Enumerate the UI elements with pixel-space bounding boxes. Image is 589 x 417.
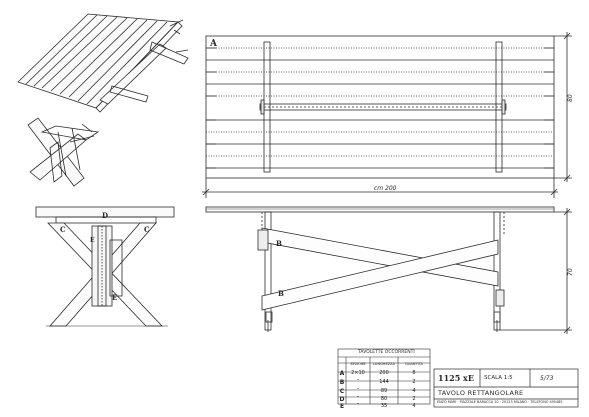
parts-table-grid	[337, 348, 431, 405]
height-dimension	[500, 208, 572, 334]
parts-row-length: 144	[379, 379, 389, 385]
parts-row-section: ″	[357, 388, 359, 394]
parts-row-label: C	[339, 388, 345, 395]
parts-row-quantity: 2	[412, 396, 416, 402]
parts-row-length: 89	[380, 388, 388, 394]
front-elevation	[205, 206, 555, 332]
isometric-tabletop	[17, 13, 189, 133]
parts-row-section: ″	[357, 403, 359, 409]
parts-row-length: 200	[379, 370, 389, 376]
parts-header-length: LUNGHEZZA	[373, 361, 395, 366]
parts-row-label: E	[339, 403, 345, 410]
width-dimension	[554, 32, 572, 182]
length-dimension	[202, 178, 558, 198]
parts-row-length: 35	[380, 403, 388, 409]
label-front-b1: B	[276, 239, 282, 248]
label-side-c2: C	[144, 225, 150, 234]
designer-footer: ENZO MARI · PIAZZALE BARACCA 10 · 20123 …	[437, 400, 563, 404]
drawing-title: TAVOLO RETTANGOLARE	[438, 389, 524, 397]
side-elevation	[35, 206, 175, 327]
parts-row-label: B	[339, 379, 345, 386]
label-side-e1: E	[90, 237, 95, 244]
parts-row-section: ″	[357, 379, 359, 385]
label-side-e2: E	[112, 293, 118, 302]
top-view	[205, 35, 555, 179]
dimension-height: 70	[567, 268, 574, 276]
drawing-date: 5/73	[540, 375, 554, 382]
parts-row-quantity: 8	[412, 370, 416, 376]
parts-row-label: A	[339, 370, 345, 377]
dimension-width: 80	[567, 94, 574, 102]
parts-row-section: ″	[357, 396, 359, 402]
parts-table-title: TAVOLETTE OCCORRENTI	[358, 350, 415, 355]
drawing-scale: SCALA 1:5	[484, 375, 513, 381]
parts-row-quantity: 4	[412, 388, 416, 394]
parts-header-section: SEZIONE	[350, 361, 366, 366]
isometric-leg-assembly	[27, 117, 100, 187]
parts-row-label: D	[339, 396, 345, 403]
label-front-b2: B	[278, 289, 284, 298]
dimension-length: cm 200	[374, 185, 397, 192]
parts-row-section: 2×10	[351, 370, 365, 376]
parts-row-length: 80	[380, 396, 388, 402]
drawing-number: 1125 xE	[438, 373, 474, 383]
label-top-view: A	[210, 39, 217, 49]
label-side-c1: C	[60, 225, 66, 234]
parts-header-quantity: QUANTITA	[405, 361, 423, 366]
parts-row-quantity: 2	[412, 379, 416, 385]
parts-row-quantity: 4	[412, 403, 416, 409]
label-side-d: D	[102, 211, 109, 220]
title-block-frame	[433, 368, 579, 408]
